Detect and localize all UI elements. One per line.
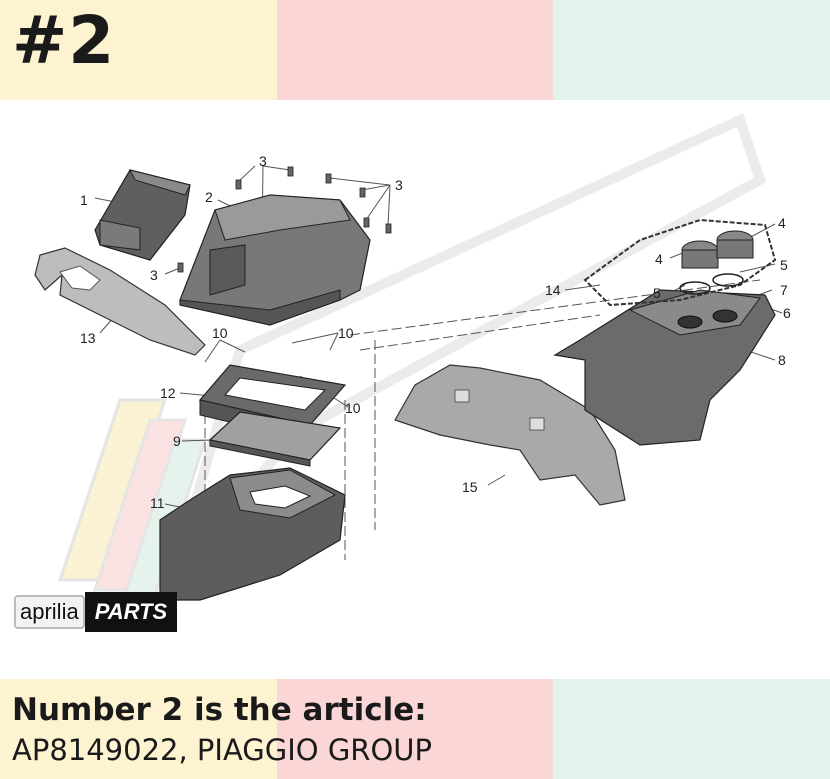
callout-4b: 4	[655, 251, 663, 267]
callout-1: 1	[80, 192, 88, 208]
aprilia-parts-logo: aprilia PARTS	[14, 592, 178, 632]
part-9-filter-element	[208, 411, 342, 467]
callout-9: 9	[173, 433, 181, 449]
callout-3c: 3	[150, 267, 158, 283]
callout-11: 11	[150, 495, 165, 511]
part-15-heat-shield	[394, 364, 626, 506]
header-band-pink	[277, 0, 553, 100]
callout-7: 7	[780, 282, 788, 298]
callout-13: 13	[80, 330, 96, 346]
callout-10c: 10	[345, 400, 361, 416]
footer-band-pink	[277, 679, 553, 779]
callout-4a: 4	[778, 215, 786, 231]
part-11-airbox-lower	[159, 467, 346, 601]
footer-band-yellow	[0, 679, 277, 779]
callout-3b: 3	[395, 177, 403, 193]
header-band	[0, 0, 830, 100]
callout-10a: 10	[212, 325, 228, 341]
part-2-airbox-cover	[179, 194, 371, 326]
aprilia-wordmark: aprilia	[14, 595, 85, 629]
callout-3a: 3	[259, 153, 267, 169]
part-8-airbox-body	[553, 289, 776, 446]
header-band-yellow	[0, 0, 277, 100]
part-3-screws	[177, 166, 392, 273]
callout-5b: 5	[653, 285, 661, 301]
callout-2: 2	[205, 189, 213, 205]
part-5-o-rings	[679, 273, 744, 295]
callout-14: 14	[545, 282, 561, 298]
callout-12: 12	[160, 385, 176, 401]
callout-10b: 10	[338, 325, 354, 341]
part-13-side-cover	[34, 247, 206, 356]
footer-band	[0, 679, 830, 779]
callout-5a: 5	[780, 257, 788, 273]
caption-article-number: AP8149022, PIAGGIO GROUP	[12, 733, 432, 767]
footer-band-green	[553, 679, 830, 779]
part-1-intake-duct	[94, 169, 191, 261]
exploded-parts-diagram: 1 2 3 3 3 4 4 5 5 6 7 8 9 10 10 10 11 12…	[34, 113, 791, 601]
part-4-throttle-rings	[681, 230, 754, 269]
part-14-gasket	[583, 218, 777, 307]
callout-6: 6	[783, 305, 791, 321]
header-band-green	[553, 0, 830, 100]
caption-title: Number 2 is the article:	[12, 692, 427, 728]
parts-wordmark: PARTS	[84, 592, 178, 632]
callout-15: 15	[462, 479, 478, 495]
callout-8: 8	[778, 352, 786, 368]
part-number-heading: #2	[12, 2, 116, 79]
